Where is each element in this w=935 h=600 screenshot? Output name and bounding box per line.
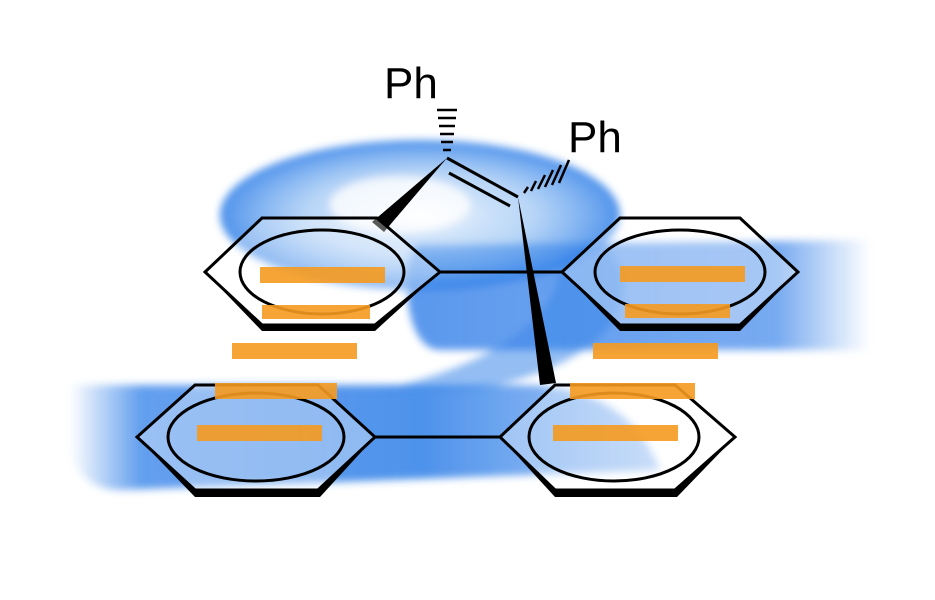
inter-ring-bonds (375, 156, 562, 439)
stacking-bar (262, 305, 370, 319)
phenyl-label-top: Ph (384, 59, 438, 108)
ribbon-lower-band (70, 385, 660, 490)
stacking-bar (570, 383, 695, 399)
stacking-bar (215, 383, 337, 399)
hashed-bond-right (522, 159, 571, 194)
wedge-bond-right (518, 197, 556, 385)
alkene-bond (446, 156, 519, 199)
stacking-bar (553, 425, 678, 441)
hashed-bond-top (437, 108, 457, 152)
wedge-bond-left (372, 158, 447, 232)
phenyl-label-right: Ph (568, 113, 622, 162)
alkene-bond-second (448, 171, 511, 208)
stacking-bar (625, 304, 730, 318)
stacking-bar (620, 266, 745, 282)
stacking-bar (232, 343, 357, 359)
stacking-bar (593, 343, 718, 359)
ribbon-curl (380, 240, 624, 390)
pi-stacking-bars (197, 266, 745, 441)
stacking-bar (260, 267, 385, 283)
stacking-bar (197, 425, 322, 441)
